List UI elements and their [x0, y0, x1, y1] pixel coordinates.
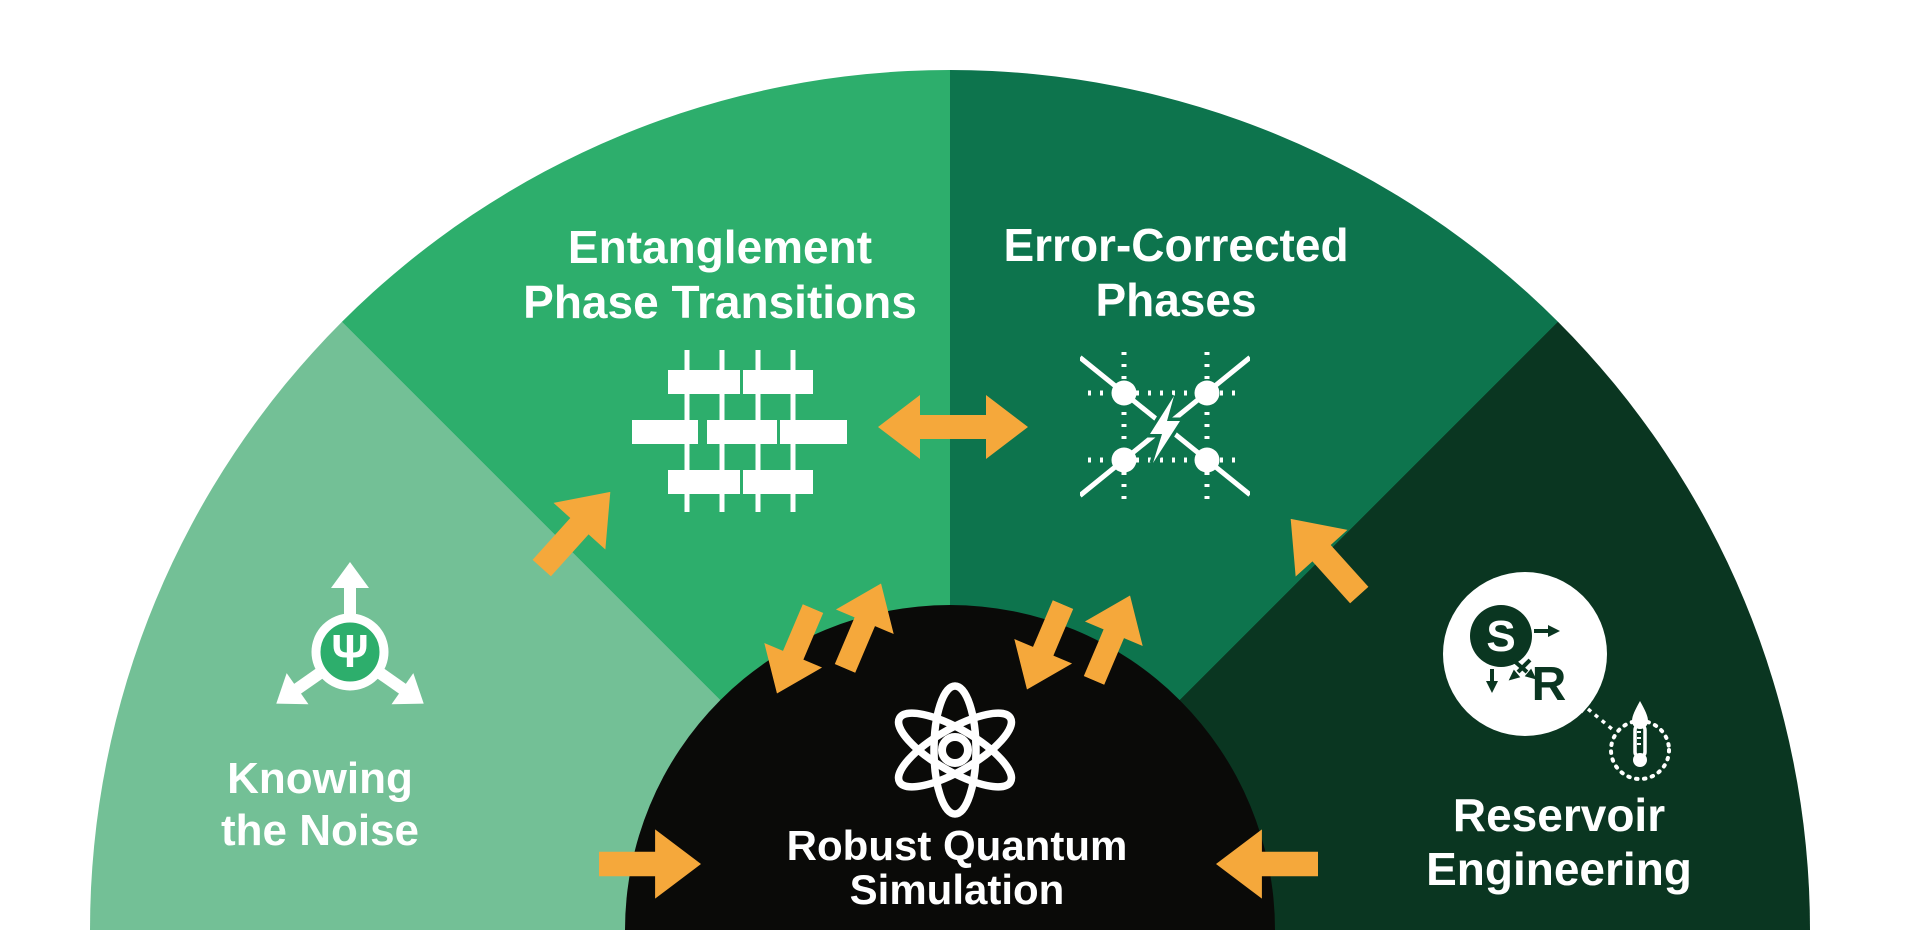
section-label-knowing-the-noise: Knowing the Noise [221, 753, 419, 857]
psi-noise-icon: Ψ [276, 562, 424, 705]
label-line: Phase Transitions [523, 276, 917, 328]
arrow-reservoir-to-center [1216, 824, 1318, 904]
section-label-error-corrected-phases: Error-Corrected Phases [1003, 218, 1348, 328]
arrow-entanglement-error-bidirectional [878, 390, 1028, 464]
coupling-arrowhead [1575, 698, 1592, 714]
section-label-reservoir-engineering: Reservoir Engineering [1426, 788, 1692, 896]
atom-icon [894, 682, 1016, 818]
label-line: Error-Corrected [1003, 219, 1349, 271]
label-line: the Noise [220, 806, 420, 855]
lattice-error-bolt-icon [1080, 352, 1250, 504]
label-line: Knowing [227, 754, 413, 803]
coupling-dashed-link [1586, 707, 1614, 731]
label-line: Phases [1095, 274, 1257, 326]
label-line: Entanglement [567, 221, 873, 273]
label-line: Engineering [1426, 843, 1692, 895]
arrow-knowing-to-center [599, 824, 701, 904]
system-noise-arrows [1486, 625, 1560, 693]
reservoir-label: R [1532, 658, 1567, 711]
label-line: Simulation [849, 866, 1065, 913]
psi-symbol: Ψ [331, 625, 368, 677]
thermometer-bath-icon [1609, 701, 1671, 781]
system-reservoir-thermometer-icon: S R [1443, 572, 1671, 781]
label-line: Robust Quantum [786, 822, 1128, 869]
section-label-entanglement-phase-transitions: Entanglement Phase Transitions [523, 220, 917, 330]
brickwork-circuit-icon [632, 350, 847, 512]
droplet-icon [1632, 701, 1648, 729]
label-line: Reservoir [1452, 789, 1666, 841]
system-label: S [1486, 612, 1515, 661]
center-label-robust-quantum-simulation: Robust Quantum Simulation [787, 824, 1128, 912]
